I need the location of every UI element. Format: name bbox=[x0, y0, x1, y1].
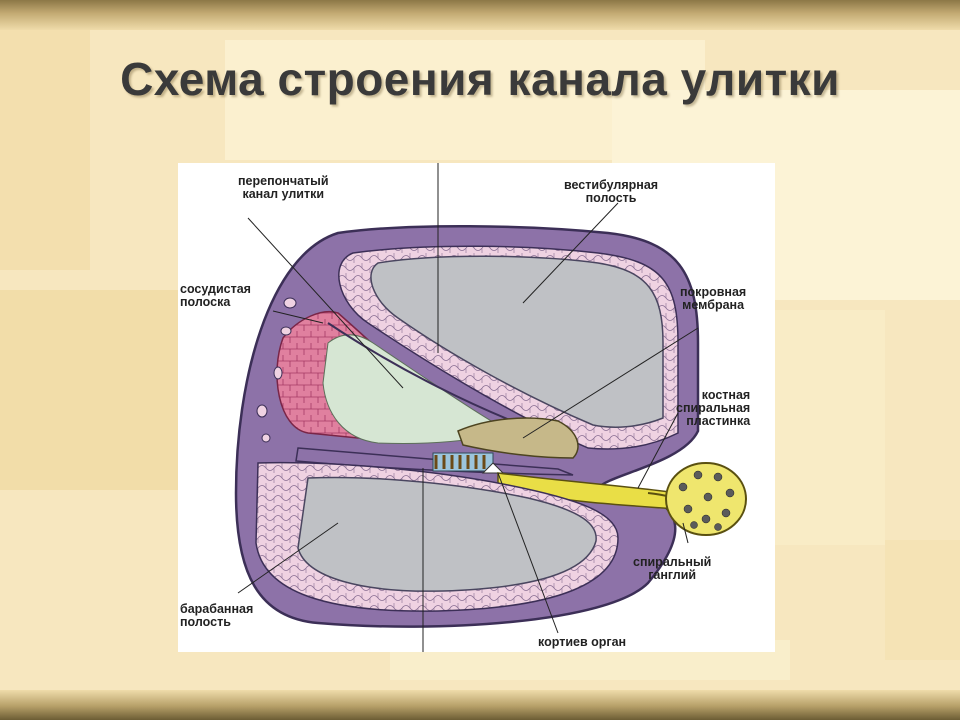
tympanic-cavity-shape bbox=[297, 476, 597, 592]
slide-title: Схема строения канала улитки bbox=[120, 53, 840, 105]
label-stria-vascularis: сосудистая полоска bbox=[180, 282, 251, 309]
bg-tile bbox=[775, 310, 885, 545]
diagram-drawing bbox=[234, 163, 747, 652]
top-gradient-band bbox=[0, 0, 960, 30]
label-vestibular-cavity: вестибулярная полость bbox=[564, 178, 659, 205]
vessel-dots bbox=[256, 297, 297, 443]
bg-tile bbox=[885, 540, 960, 660]
spiral-ganglion-shape bbox=[647, 462, 747, 536]
label-organ-of-corti: кортиев орган bbox=[538, 635, 627, 649]
bg-tile bbox=[0, 30, 90, 270]
label-spiral-ganglion: спиральный ганглий bbox=[633, 555, 712, 582]
leader-lines bbox=[237, 163, 699, 652]
bg-tile bbox=[0, 290, 178, 490]
vestibular-cavity-shape bbox=[370, 255, 664, 428]
label-tectorial-membrane: покровная мембрана bbox=[680, 285, 747, 312]
tectorial-membrane-shape bbox=[457, 417, 579, 459]
label-osseous-spiral-lamina: костная спиральная пластинка bbox=[676, 388, 751, 428]
label-tympanic-cavity: барабанная полость bbox=[180, 602, 254, 629]
organ-of-corti-shape bbox=[432, 452, 505, 474]
label-membranous-canal: перепончатый канал улитки bbox=[238, 174, 329, 201]
bottom-gradient-band bbox=[0, 690, 960, 720]
cochlear-duct-diagram: перепончатый канал улитки вестибулярная … bbox=[178, 163, 775, 652]
